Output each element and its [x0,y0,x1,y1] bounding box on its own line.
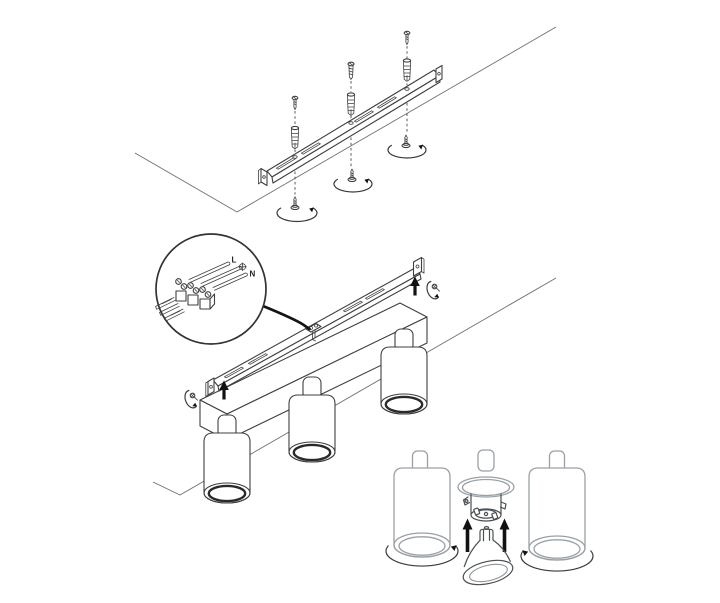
gu10-socket [462,493,507,522]
socket-stem [477,449,495,472]
wire-label-live: L [232,256,237,265]
gu10-bulb [462,525,514,586]
ceiling-panel-edge [134,26,557,213]
lamp-shade-right [528,450,586,561]
rail-slot [365,288,385,300]
rail-slot [377,96,397,109]
step-mount-bracket [134,26,557,223]
spotlight-left [203,414,251,504]
fixing-screw-rotate-left [184,389,198,409]
fixing-screw-rotate-right [426,280,440,300]
rotate-arrow-right [520,550,594,572]
socket-disc [457,476,515,498]
connection-cable [261,304,311,331]
mounting-screw-left [291,95,299,110]
drill-marker-right [387,134,427,159]
fixture-wires [155,297,185,322]
drill-marker-middle [333,168,373,193]
mounting-screw-right [403,30,411,45]
spotlight-middle [288,376,336,463]
insert-arrow-left [462,518,473,552]
rail-slot [224,366,244,379]
rail-end-flange-left [260,167,268,187]
rail-hole [292,155,298,159]
rail-flange-left [207,377,215,396]
rail-slot [354,110,374,123]
wall-anchor-right [402,58,412,82]
wall-anchor-left [290,125,300,150]
rail-hole [404,87,410,91]
drill-marker-left [276,196,318,223]
rail-slot [343,300,363,313]
wire-label-neutral: N [250,270,256,279]
fixture-base [199,302,428,441]
step-bulb-and-shade [385,449,594,586]
rail-slot [248,353,268,365]
rail-slot [276,157,296,170]
rotate-arrow-left [385,545,459,567]
lamp-shade-left [393,450,451,558]
mounting-screw-middle [347,61,355,80]
rail-slot [301,142,321,155]
wall-anchor-middle [346,92,356,116]
earth-symbol-icon [238,262,247,272]
push-up-arrow-right [410,276,420,296]
insert-arrow-right [499,518,510,552]
lamp-socket-assembly [457,449,515,586]
mounting-rail-top [258,64,443,187]
step-attach-base: L N [152,233,557,504]
spotlight-right [380,328,428,415]
push-up-arrow-left [219,380,229,400]
rail-hole [348,121,354,125]
rail-flange-right [412,256,423,277]
rail-end-flange-right [435,64,443,84]
wiring-inset-circle: L N [155,233,267,345]
terminal-block [175,278,216,310]
ceiling-panel-edge-middle [152,277,557,496]
mounting-rail-middle [205,256,425,397]
